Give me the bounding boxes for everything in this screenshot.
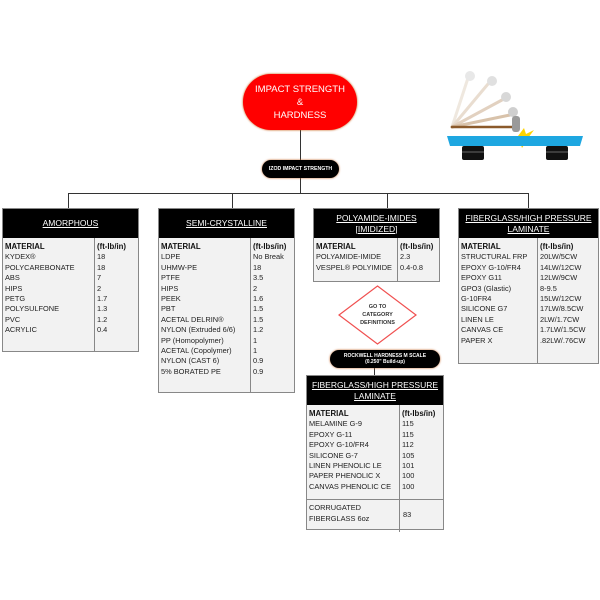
corrugated-value: 83 (403, 510, 412, 519)
connector-rockwell (374, 368, 375, 376)
table-header-row: MATERIAL(ft-lbs/in) (316, 242, 434, 251)
rockwell-table-fiberglass-laminate: FIBERGLASS/HIGH PRESSURE LAMINATE MATERI… (306, 375, 444, 532)
connector-fiberglass (528, 193, 529, 208)
table-row: PP (Homopolymer)1 (161, 335, 258, 345)
izod-impact-strength-label: IZOD IMPACT STRENGTH (262, 160, 339, 178)
category-header-amorphous[interactable]: AMORPHOUS (3, 209, 138, 238)
column-divider (397, 238, 398, 281)
column-divider (399, 500, 400, 532)
category-title-line1[interactable]: POLYAMIDE-IMIDES (336, 212, 417, 223)
table-row: ACETAL (Copolymer)1 (161, 345, 258, 355)
category-title-line2[interactable]: LAMINATE (507, 223, 550, 234)
definitions-line2[interactable]: CATEGORY (362, 312, 393, 318)
table-row: PAPER X.82LW/.76CW (461, 335, 586, 345)
connector-polyamide (387, 193, 388, 208)
connector-root-to-izod (300, 130, 301, 160)
root-title-line3: HARDNESS (273, 109, 327, 121)
category-header-semi-crystalline[interactable]: SEMI-CRYSTALLINE (159, 209, 294, 238)
definitions-line1[interactable]: GO TO (368, 304, 387, 310)
category-title[interactable]: SEMI-CRYSTALLINE (186, 218, 267, 228)
category-title-line1[interactable]: FIBERGLASS/HIGH PRESSURE (311, 379, 439, 390)
rockwell-label-line2: (0.250" Build-up) (365, 359, 405, 365)
pendulum-impact-test-icon (447, 71, 583, 160)
corrugated-label-line2: FIBERGLASS 6oz (309, 513, 370, 523)
connector-izod-down (300, 178, 301, 193)
category-title-line2[interactable]: [IMIDIZED] (355, 223, 398, 234)
definitions-line3[interactable]: DEFINITIONS (360, 320, 395, 326)
root-title-line1: IMPACT STRENGTH (255, 83, 345, 95)
table-row: KYDEX®18 (5, 252, 106, 262)
izod-label-text: IZOD IMPACT STRENGTH (268, 166, 333, 172)
column-divider (94, 238, 95, 351)
category-table-polyamide-imides: POLYAMIDE-IMIDES [IMIDIZED] MATERIAL(ft-… (313, 208, 440, 282)
table-header-row: MATERIAL(ft-lb/in) (5, 242, 127, 251)
category-table-fiberglass-laminate: FIBERGLASS/HIGH PRESSURE LAMINATE MATERI… (458, 208, 599, 364)
go-to-category-definitions-link[interactable]: GO TO CATEGORY DEFINITIONS (338, 285, 417, 345)
table-row: NYLON (CAST 6)0.9 (161, 356, 264, 366)
table-header-row: MATERIAL(ft-lbs/in) (309, 409, 436, 418)
table-header-row: MATERIAL(ft-lbs/in) (161, 242, 287, 251)
table-row: GPO3 (Glastic)8-9.5 (461, 283, 557, 293)
category-header-polyamide-imides[interactable]: POLYAMIDE-IMIDES [IMIDIZED] (314, 209, 439, 238)
connector-horizontal (68, 193, 529, 194)
table-row: ACETAL DELRIN®1.5 (161, 314, 264, 324)
column-divider (537, 238, 538, 363)
category-title[interactable]: AMORPHOUS (42, 218, 99, 228)
column-divider (399, 405, 400, 499)
root-title-line2: & (296, 96, 304, 108)
connector-semi-crystalline (232, 193, 233, 208)
rockwell-hardness-label: ROCKWELL HARDNESS M SCALE (0.250" Build-… (330, 350, 440, 368)
table-row-corrugated: CORRUGATED FIBERGLASS 6oz 83 (307, 500, 443, 532)
category-header-fiberglass-laminate[interactable]: FIBERGLASS/HIGH PRESSURE LAMINATE (459, 209, 598, 238)
category-table-semi-crystalline: SEMI-CRYSTALLINE MATERIAL(ft-lbs/in) LDP… (158, 208, 295, 393)
category-title-line2[interactable]: LAMINATE (354, 390, 396, 401)
column-divider (250, 238, 251, 392)
rockwell-table-header[interactable]: FIBERGLASS/HIGH PRESSURE LAMINATE (307, 376, 443, 405)
rockwell-label-line1: ROCKWELL HARDNESS M SCALE (343, 352, 427, 359)
table-header-row: MATERIAL(ft-lbs/in) (461, 242, 574, 251)
connector-amorphous (68, 193, 69, 208)
category-title-line1[interactable]: FIBERGLASS/HIGH PRESSURE (465, 212, 592, 223)
diamond-shape-icon (338, 285, 417, 345)
root-node-impact-strength-hardness: IMPACT STRENGTH & HARDNESS (243, 74, 357, 130)
table-row: NYLON (Extruded 6/6)1.2 (161, 325, 264, 335)
corrugated-label-line1: CORRUGATED (309, 503, 362, 512)
category-table-amorphous: AMORPHOUS MATERIAL(ft-lb/in) KYDEX®18 PO… (2, 208, 139, 352)
